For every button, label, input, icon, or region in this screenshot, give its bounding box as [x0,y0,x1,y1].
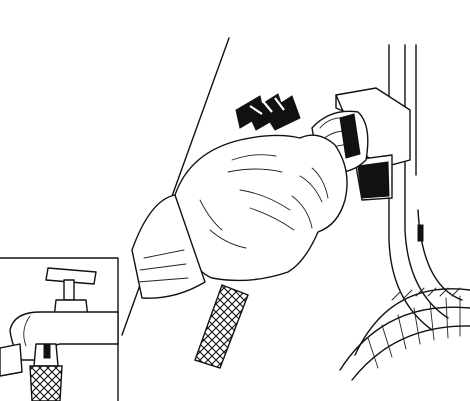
braided-hose-icon [195,285,248,368]
push-direction-arrow-icon [236,94,300,130]
water-tap-icon [0,268,118,401]
hand-icon [132,135,347,298]
appliance-panel [389,45,462,330]
